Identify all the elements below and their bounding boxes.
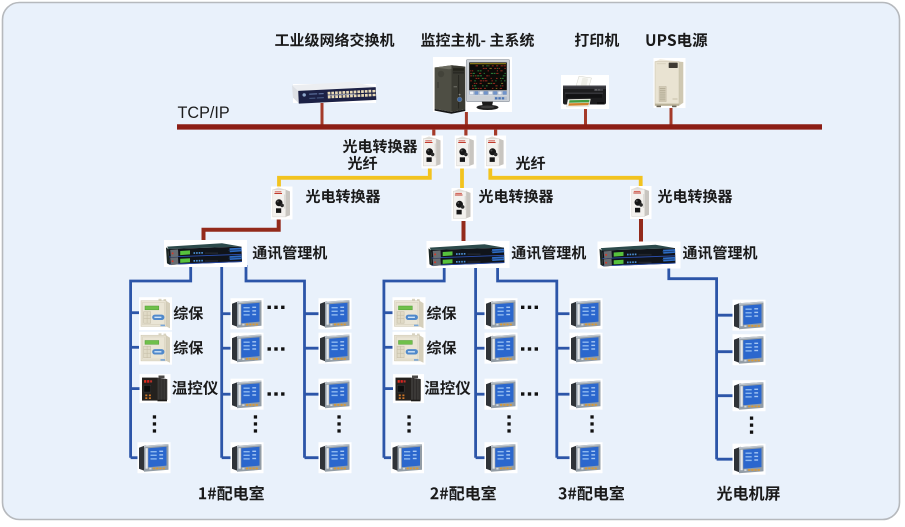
svg-text:TCP/IP: TCP/IP bbox=[178, 104, 230, 122]
